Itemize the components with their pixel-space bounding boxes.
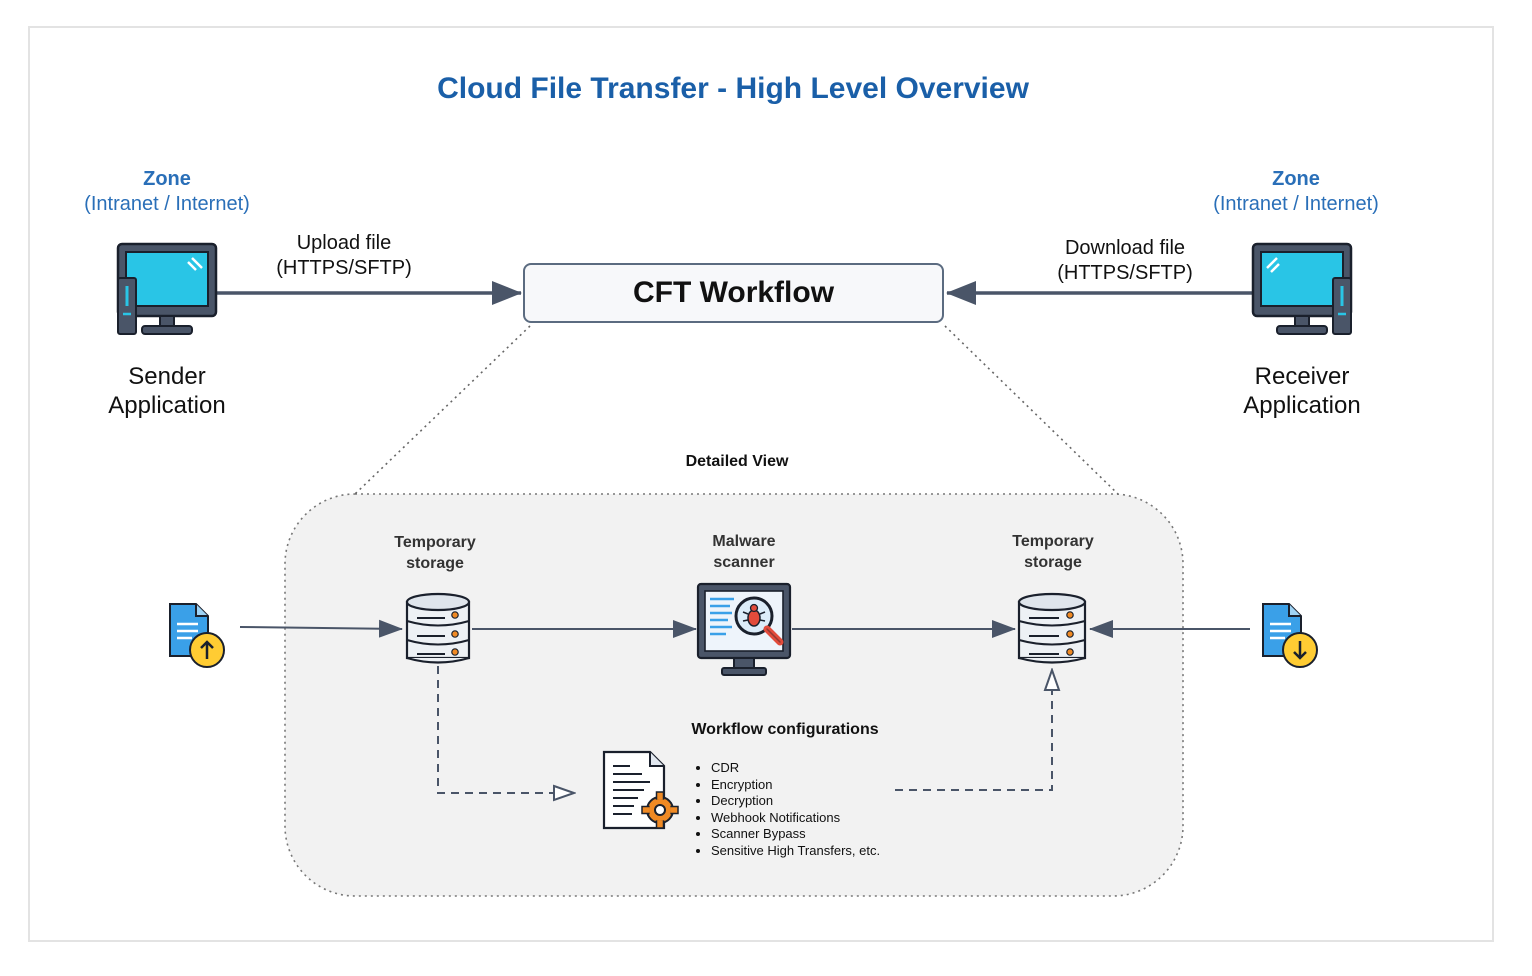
detailed-view-region [284, 493, 1184, 897]
receiver-zone-title: Zone [1272, 168, 1320, 190]
workflow-config-title: Workflow configurations [691, 721, 879, 738]
diagram-title: Cloud File Transfer - High Level Overvie… [437, 72, 1029, 105]
workflow-config-icon [602, 750, 679, 830]
config-item: Encryption [711, 777, 880, 794]
scanner-label-line2: scanner [713, 554, 775, 571]
temporary-storage-left-icon [405, 592, 471, 664]
config-item: Decryption [711, 793, 880, 810]
sender-label-line1: Sender [128, 363, 206, 390]
receiver-label-line2: Application [1243, 392, 1361, 419]
download-protocol-line1: Download file [1064, 237, 1186, 259]
upload-protocol-line1: Upload file [296, 232, 392, 254]
download-protocol-line2: (HTTPS/SFTP) [1057, 262, 1193, 284]
download-file-icon [1262, 603, 1318, 668]
workflow-config-list: CDR Encryption Decryption Webhook Notifi… [692, 760, 880, 859]
storage-right-label-line1: Temporary [1012, 533, 1094, 550]
config-item: Webhook Notifications [711, 810, 880, 827]
storage-to-config-arrow [437, 666, 574, 793]
receiver-zone-subtitle: (Intranet / Internet) [1213, 193, 1379, 215]
receiver-label-line1: Receiver [1254, 363, 1350, 390]
storage-right-label-line2: storage [1024, 554, 1082, 571]
upload-file-icon [169, 603, 225, 668]
sender-zone-title: Zone [143, 168, 191, 190]
storage-left-label-line2: storage [406, 555, 464, 572]
config-to-storage-arrow [895, 670, 1052, 791]
sender-label-line2: Application [108, 392, 226, 419]
temporary-storage-right-icon [1017, 592, 1087, 664]
sender-computer-icon [116, 242, 218, 335]
config-item: Sensitive High Transfers, etc. [711, 843, 880, 860]
storage-left-label-line1: Temporary [394, 534, 476, 551]
sender-zone-subtitle: (Intranet / Internet) [84, 193, 250, 215]
malware-scanner-icon [696, 582, 792, 676]
cft-workflow-label: CFT Workflow [632, 276, 835, 309]
config-item: Scanner Bypass [711, 826, 880, 843]
upload-protocol-line2: (HTTPS/SFTP) [276, 257, 412, 279]
receiver-computer-icon [1251, 242, 1353, 335]
zoom-line-right [944, 325, 1119, 495]
detailed-view-label: Detailed View [685, 453, 789, 470]
scanner-label-line1: Malware [712, 533, 776, 550]
zoom-line-left [354, 325, 531, 495]
cft-workflow-box: CFT Workflow [523, 263, 944, 323]
config-item: CDR [711, 760, 880, 777]
upload-to-storage-arrow [239, 619, 403, 638]
